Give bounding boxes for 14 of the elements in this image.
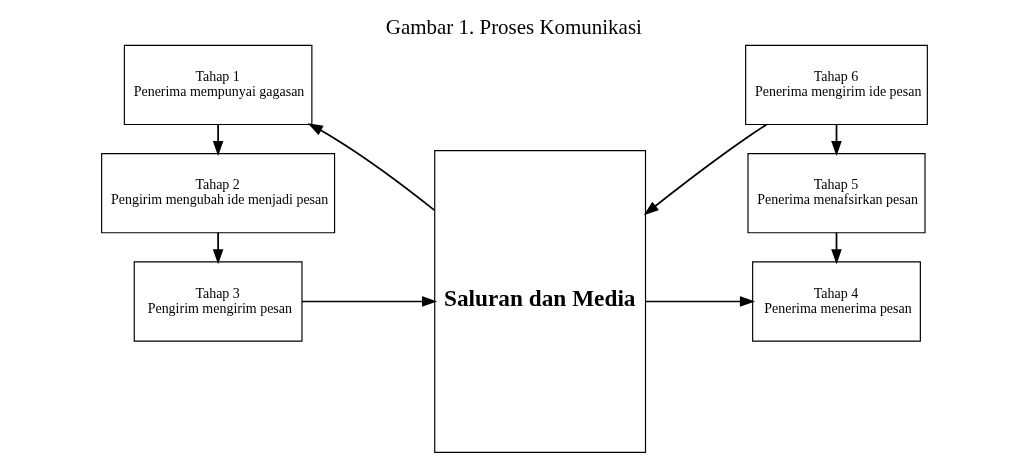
node-box: Saluran dan Media bbox=[434, 150, 647, 453]
arrow bbox=[212, 231, 224, 265]
arrow bbox=[212, 123, 224, 157]
diagram-title: Gambar 1. Proses Komunikasi bbox=[385, 15, 642, 40]
node-box: Tahap 5 Penerima menafsirkan pesan bbox=[747, 153, 926, 234]
arrow bbox=[643, 123, 768, 216]
arrow bbox=[644, 296, 756, 307]
node-box: Tahap 2 Pengirim mengubah ide menjadi pesan bbox=[101, 153, 336, 234]
node-box: Tahap 1 Penerima mempunyai gagasan bbox=[123, 44, 313, 126]
node-box: Tahap 4 Penerima menerima pesan bbox=[752, 261, 921, 342]
node-box: Tahap 6 Penerima mengirim ide pesan bbox=[745, 44, 928, 126]
arrow bbox=[301, 296, 438, 307]
arrow bbox=[307, 123, 436, 212]
node-box: Tahap 3 Pengirim mengirim pesan bbox=[133, 261, 303, 342]
